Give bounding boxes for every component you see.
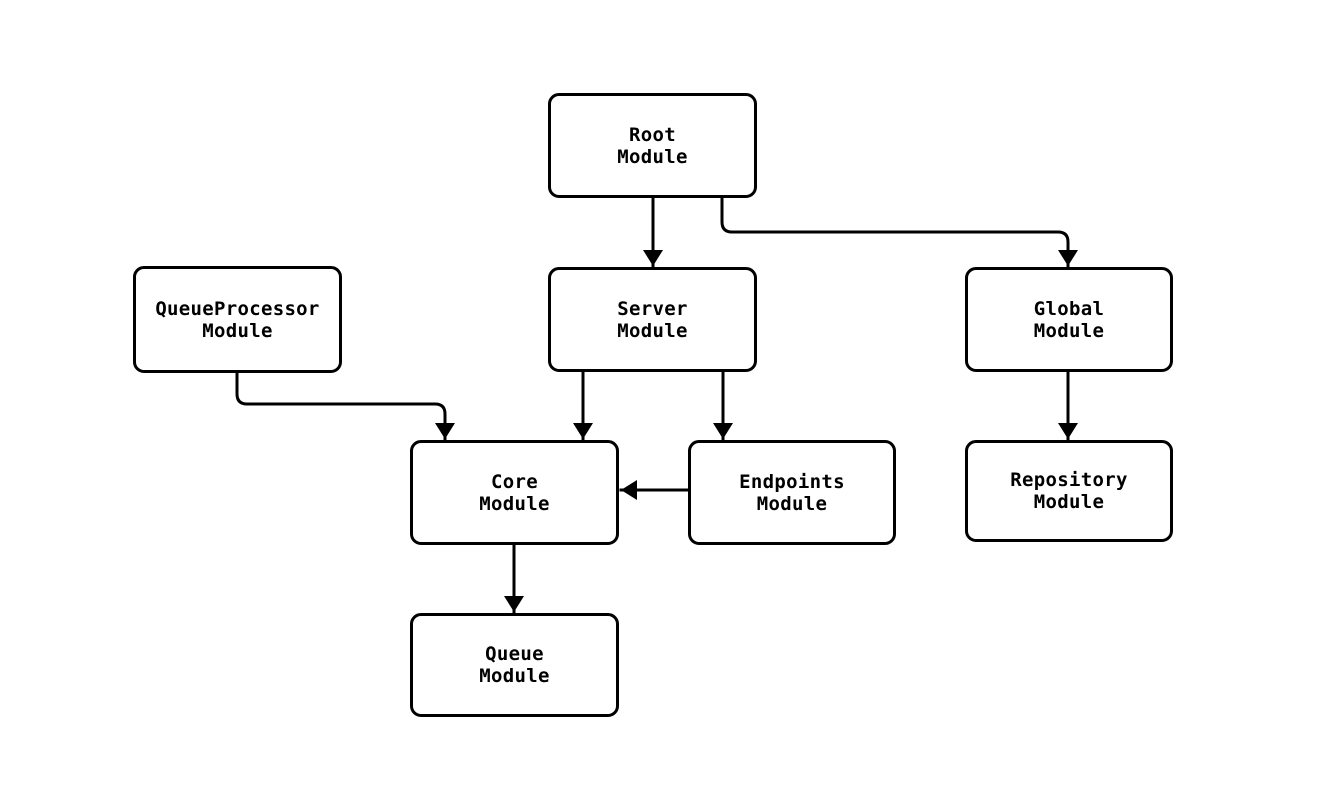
- node-root-module: Root Module: [548, 93, 757, 198]
- node-label-line: Module: [756, 492, 828, 515]
- node-label-line: Module: [1033, 491, 1105, 513]
- arrowhead-server-to-endpoints: [713, 423, 733, 439]
- node-label-line: Queue: [485, 643, 544, 665]
- arrowhead-root-to-server: [643, 250, 663, 266]
- arrowhead-global-to-repository: [1058, 423, 1078, 439]
- edges-group: [235, 197, 1078, 614]
- node-label-line: Server: [617, 297, 688, 320]
- arrowhead-endpoints-to-core: [621, 480, 637, 500]
- node-label-line: Core: [491, 470, 538, 493]
- edge-queueprocessor-to-core: [235, 372, 447, 441]
- node-label-line: Root: [629, 123, 676, 146]
- node-label-line: Endpoints: [739, 470, 845, 493]
- node-label-line: Module: [202, 319, 273, 342]
- node-queue-module: Queue Module: [410, 613, 619, 717]
- node-core-module: Core Module: [410, 440, 619, 545]
- node-global-module: Global Module: [965, 267, 1173, 372]
- node-label-line: Module: [617, 145, 688, 168]
- node-label-line: Module: [479, 492, 550, 515]
- edge-root-to-global: [720, 197, 1070, 268]
- node-label-line: QueueProcessor: [155, 297, 320, 320]
- node-label-line: Repository: [1010, 469, 1128, 491]
- node-repository-module: Repository Module: [965, 440, 1173, 542]
- node-label-line: Module: [1033, 319, 1105, 342]
- node-server-module: Server Module: [548, 267, 757, 372]
- arrowhead-core-to-queue: [504, 596, 524, 612]
- arrowhead-queueprocessor-to-core: [435, 423, 455, 439]
- arrowhead-server-to-core: [573, 423, 593, 439]
- node-queueprocessor-module: QueueProcessor Module: [133, 266, 342, 373]
- node-label-line: Module: [617, 319, 688, 342]
- node-label-line: Module: [479, 665, 550, 687]
- arrowhead-root-to-global: [1058, 250, 1078, 266]
- node-endpoints-module: Endpoints Module: [688, 440, 896, 545]
- node-label-line: Global: [1033, 297, 1105, 320]
